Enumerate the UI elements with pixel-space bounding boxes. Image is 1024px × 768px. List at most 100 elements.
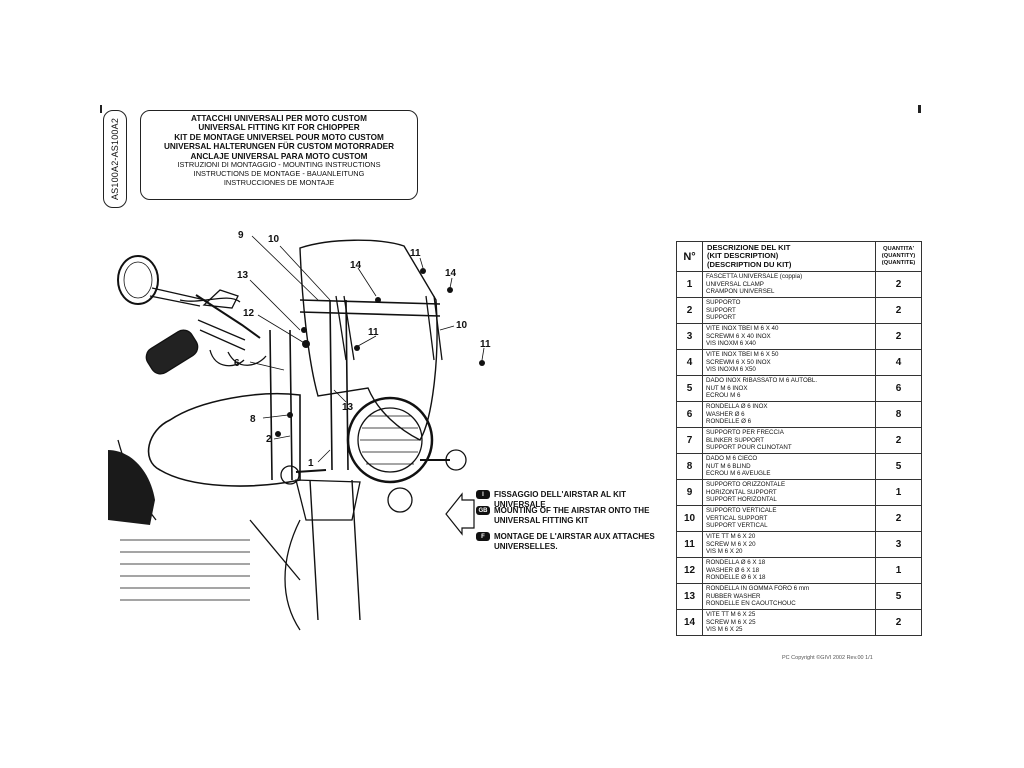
callout-13: 13 (237, 270, 249, 281)
part-number: 1 (676, 271, 703, 298)
subtitle-line: INSTRUCTIONS DE MONTAGE - BAUANLEITUNG (193, 168, 365, 178)
part-description-line: VITE TT M 6 X 25 (706, 611, 756, 619)
callout-11: 11 (368, 327, 379, 338)
part-description-line: FASCETTA UNIVERSALE (coppia) (706, 273, 803, 281)
part-number: 5 (676, 375, 703, 402)
part-number: 14 (676, 609, 703, 636)
header-quantity-line: QUANTITA' (883, 246, 914, 253)
part-description-line: WASHER Ø 6 X 18 (706, 566, 760, 574)
language-flag-icon: F (476, 532, 490, 541)
subtitle-line: INSTRUCCIONES DE MONTAJE (223, 177, 335, 187)
part-description-line: VIS M 6 X 20 (706, 548, 743, 556)
part-quantity: 2 (875, 505, 922, 532)
part-description-line: SCREWM 6 X 50 INOX (706, 358, 771, 366)
footer-code: PC Copyright ©GIVI 2002 Rev.00 1/1 (782, 655, 873, 661)
crop-mark-top-right (918, 105, 921, 113)
part-description-line: SCREWM 6 X 40 INOX (706, 332, 771, 340)
part-description-line: HORIZONTAL SUPPORT (706, 488, 777, 496)
part-description-line: SUPPORTO ORIZZONTALE (706, 481, 786, 489)
part-description-line: VITE INOX TBEI M 6 X 50 (706, 351, 779, 359)
part-description-line: RONDELLE Ø 6 (706, 418, 752, 426)
part-description-line: RONDELLA Ø 6 X 18 (706, 559, 766, 567)
handlebar-grip-icon (145, 329, 199, 375)
part-description-line: VERTICAL SUPPORT (706, 514, 768, 522)
part-number: 3 (676, 323, 703, 350)
part-number: 2 (676, 297, 703, 324)
callout-10: 10 (268, 234, 280, 245)
title-line: ATTACCHI UNIVERSALI PER MOTO CUSTOM (191, 114, 367, 123)
part-description-line: SUPPORTO VERTICALE (706, 507, 777, 515)
language-flag-icon: I (476, 490, 490, 499)
fuel-tank-icon (147, 392, 301, 487)
header-quantity-line: (QUANTITE) (881, 259, 916, 266)
callout-10: 10 (456, 320, 468, 331)
part-number: 9 (676, 479, 703, 506)
header-number: N° (676, 241, 703, 272)
callout-13: 13 (342, 402, 354, 413)
part-number: 6 (676, 401, 703, 428)
callout-12: 12 (243, 308, 255, 319)
mirror-icon (117, 255, 159, 305)
part-number: 7 (676, 427, 703, 454)
part-quantity: 2 (875, 323, 922, 350)
part-description-line: ECROU M 6 (706, 392, 741, 400)
product-code-label: AS100A2-AS100A2 (103, 110, 127, 208)
part-quantity: 5 (875, 453, 922, 480)
title-line: UNIVERSAL HALTERUNGEN FÜR CUSTOM MOTORRA… (163, 142, 394, 152)
callout-9: 9 (238, 230, 244, 241)
legend-item-italian: I FISSAGGIO DELL'AIRSTAR AL KIT UNIVERSA… (476, 490, 674, 509)
title-line: ANCLAJE UNIVERSAL PARA MOTO CUSTOM (190, 151, 368, 161)
legend-item-french: F MONTAGE DE L'AIRSTAR AUX ATTACHES UNIV… (476, 532, 674, 551)
subtitle-line: ISTRUZIONI DI MONTAGGIO - MOUNTING INSTR… (177, 160, 381, 170)
legend-arrow-icon (445, 492, 475, 536)
callout-6: 6 (234, 358, 240, 369)
part-number: 4 (676, 349, 703, 376)
legend-item-english: GB MOUNTING OF THE AIRSTAR ONTO THE UNIV… (476, 506, 674, 525)
part-description-line: WASHER Ø 6 (706, 410, 745, 418)
header-quantity: QUANTITA' (QUANTITY) (QUANTITE) (875, 241, 922, 272)
part-quantity: 2 (875, 609, 922, 636)
part-description-line: BLINKER SUPPORT (706, 436, 764, 444)
part-number: 12 (676, 557, 703, 584)
callout-11: 11 (480, 339, 491, 350)
part-quantity: 8 (875, 401, 922, 428)
part-description-line: SCREW M 6 X 20 (706, 540, 756, 548)
part-description-line: RONDELLA IN GOMMA FORO 6 mm (706, 585, 810, 593)
part-quantity: 5 (875, 583, 922, 610)
part-description-line: UNIVERSAL CLAMP (706, 280, 764, 288)
part-description: FASCETTA UNIVERSALE (coppia)UNIVERSAL CL… (702, 271, 876, 298)
part-description-line: ECROU M 6 AVEUGLE (706, 470, 771, 478)
part-description-line: VITE TT M 6 X 20 (706, 533, 756, 541)
header-description: DESCRIZIONE DEL KIT (KIT DESCRIPTION) (D… (702, 241, 876, 272)
callout-1: 1 (308, 458, 314, 469)
part-description-line: RONDELLE Ø 6 X 18 (706, 574, 766, 582)
part-quantity: 2 (875, 297, 922, 324)
part-description: DADO INOX RIBASSATO M 6 AUTOBL.NUT M 6 I… (702, 375, 876, 402)
language-flag-icon: GB (476, 506, 490, 515)
part-quantity: 2 (875, 271, 922, 298)
part-description-line: SUPPORT HORIZONTAL (706, 496, 777, 504)
parts-table: N° DESCRIZIONE DEL KIT (KIT DESCRIPTION)… (676, 241, 922, 636)
part-description-line: VIS INOXM 6 X40 (706, 340, 756, 348)
part-description-line: VIS INOXM 6 X50 (706, 366, 756, 374)
